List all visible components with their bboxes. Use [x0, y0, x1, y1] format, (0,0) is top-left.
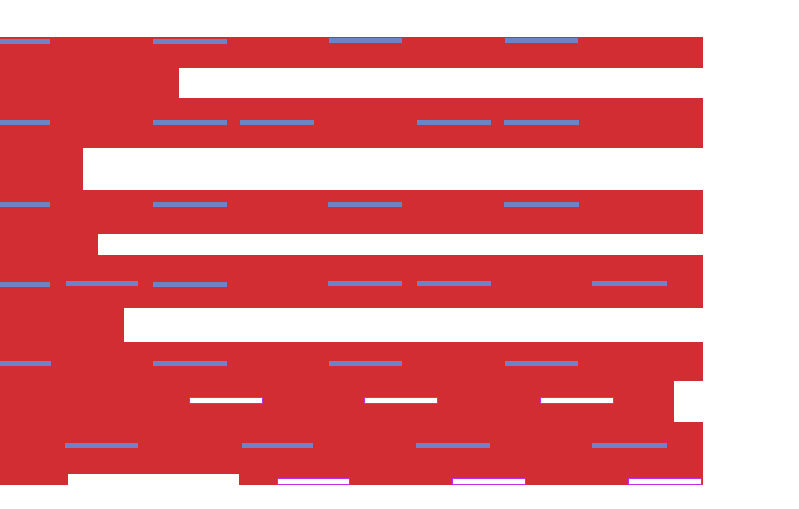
blue-bar: [329, 361, 402, 366]
blue-bar: [0, 39, 50, 44]
blue-bar: [240, 120, 314, 125]
blue-bar: [65, 443, 138, 448]
white-gap: [124, 308, 703, 342]
magenta-outlined-bar: [277, 478, 350, 485]
blue-bar: [504, 120, 579, 125]
blue-bar: [328, 202, 402, 207]
white-gap: [179, 68, 703, 98]
blue-bar: [153, 120, 227, 125]
blue-bar: [416, 443, 490, 448]
white-gap: [83, 148, 703, 190]
blue-bar: [0, 120, 50, 125]
white-gap: [674, 381, 703, 422]
blue-bar: [153, 361, 227, 366]
blue-bar: [0, 361, 51, 366]
blue-bar: [242, 443, 313, 448]
blue-bar: [153, 39, 227, 44]
magenta-outlined-bar: [364, 397, 438, 404]
blue-bar: [153, 202, 227, 207]
magenta-outlined-bar: [452, 478, 526, 485]
blue-bar: [0, 202, 50, 207]
blue-bar: [592, 443, 667, 448]
red-field: [0, 37, 703, 485]
blue-bar: [417, 120, 491, 125]
blue-bar: [0, 282, 50, 287]
magenta-outlined-bar: [189, 397, 263, 404]
white-gap: [68, 474, 239, 485]
blue-bar: [504, 202, 579, 207]
white-gap: [98, 234, 703, 255]
magenta-outlined-bar: [540, 397, 614, 404]
blue-bar: [328, 281, 402, 286]
blue-bar: [417, 281, 491, 286]
blue-bar: [329, 38, 402, 43]
blue-bar: [505, 38, 578, 43]
blue-bar: [66, 281, 138, 286]
blue-bar: [153, 282, 227, 287]
blue-bar: [505, 361, 578, 366]
blue-bar: [592, 281, 667, 286]
magenta-outlined-bar: [628, 478, 702, 485]
